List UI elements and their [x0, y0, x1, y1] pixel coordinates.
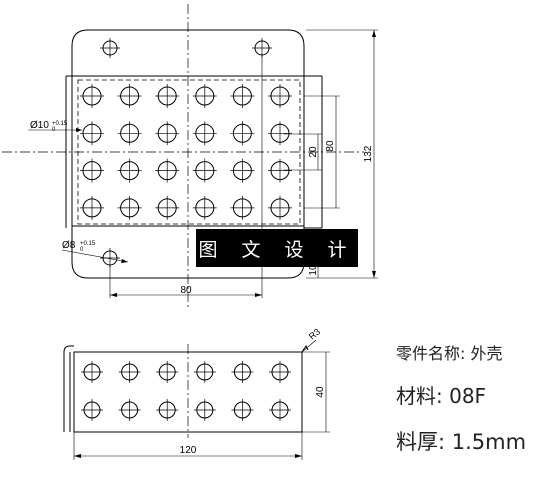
- watermark-banner: 图 文 设 计: [196, 229, 358, 267]
- hole: [118, 399, 141, 421]
- hole-small-label: Ø8: [62, 240, 76, 251]
- hole: [118, 361, 141, 383]
- hole: [192, 158, 217, 183]
- side-height-dimension: 40: [302, 351, 330, 433]
- hole-large-tol-upper: +0.15: [52, 121, 68, 127]
- hole: [268, 121, 292, 146]
- hole: [80, 121, 104, 146]
- hole: [230, 158, 255, 183]
- bend-radius-label: R3: [307, 326, 322, 341]
- hole: [155, 121, 180, 146]
- hole: [155, 195, 180, 220]
- hole-small-callout: Ø8 +0.15 0: [61, 240, 129, 263]
- hole-small-tol-lower: 0: [80, 247, 84, 253]
- hole: [156, 399, 179, 421]
- hole: [231, 399, 254, 421]
- hole: [80, 158, 104, 183]
- part-name-text: 零件名称: 外壳: [396, 344, 503, 363]
- hole-large-tol-lower: 0: [52, 127, 56, 133]
- hole: [155, 158, 180, 183]
- hole: [269, 361, 291, 383]
- hole: [230, 84, 255, 108]
- side-width-label: 120: [180, 445, 197, 456]
- hole-pitch-label: 20: [308, 146, 319, 158]
- thickness-text: 料厚: 1.5mm: [396, 430, 527, 454]
- hole-large-callout: Ø10 +0.15 0: [28, 120, 82, 133]
- hole: [193, 399, 216, 421]
- hole: [155, 84, 180, 108]
- hole: [268, 84, 292, 108]
- side-height-label: 40: [315, 386, 326, 398]
- pattern-height-dimension: 80: [304, 95, 340, 209]
- top-view-hidden-outline: [77, 79, 301, 225]
- material-text: 材料: 08F: [396, 384, 487, 408]
- hole: [80, 195, 104, 220]
- top-view-hole-grid: [80, 84, 292, 220]
- hole-small-tol-upper: +0.15: [80, 241, 96, 247]
- hole: [117, 121, 142, 146]
- side-view: [63, 344, 309, 438]
- hole: [192, 121, 217, 146]
- upper-mount-holes: [100, 38, 272, 58]
- pattern-height-label: 80: [325, 140, 336, 152]
- hole: [193, 361, 216, 383]
- hole: [268, 158, 292, 183]
- hole: [269, 399, 291, 421]
- side-view-hole-grid: [81, 361, 291, 421]
- hole: [81, 361, 103, 383]
- hole: [192, 195, 217, 220]
- hole: [230, 195, 255, 220]
- hole: [117, 158, 142, 183]
- edge-offset-label: 10: [308, 264, 319, 276]
- hole: [156, 361, 179, 383]
- overall-height-label: 132: [363, 145, 374, 162]
- hole: [117, 195, 142, 220]
- lower-plate-outline: [71, 226, 305, 279]
- hole: [192, 84, 217, 108]
- hole: [81, 399, 103, 421]
- hole-large-label: Ø10: [30, 120, 49, 131]
- hole: [117, 84, 142, 108]
- top-view-body: [71, 75, 305, 227]
- hole: [231, 361, 254, 383]
- hole-pitch-dimension: 20: [284, 133, 322, 171]
- hole: [230, 121, 255, 146]
- hole: [80, 84, 104, 108]
- mount-spacing-label: 80: [180, 285, 192, 296]
- top-view-plate-outline: [71, 29, 305, 76]
- side-width-dimension: 120: [73, 432, 303, 460]
- hole: [268, 195, 292, 220]
